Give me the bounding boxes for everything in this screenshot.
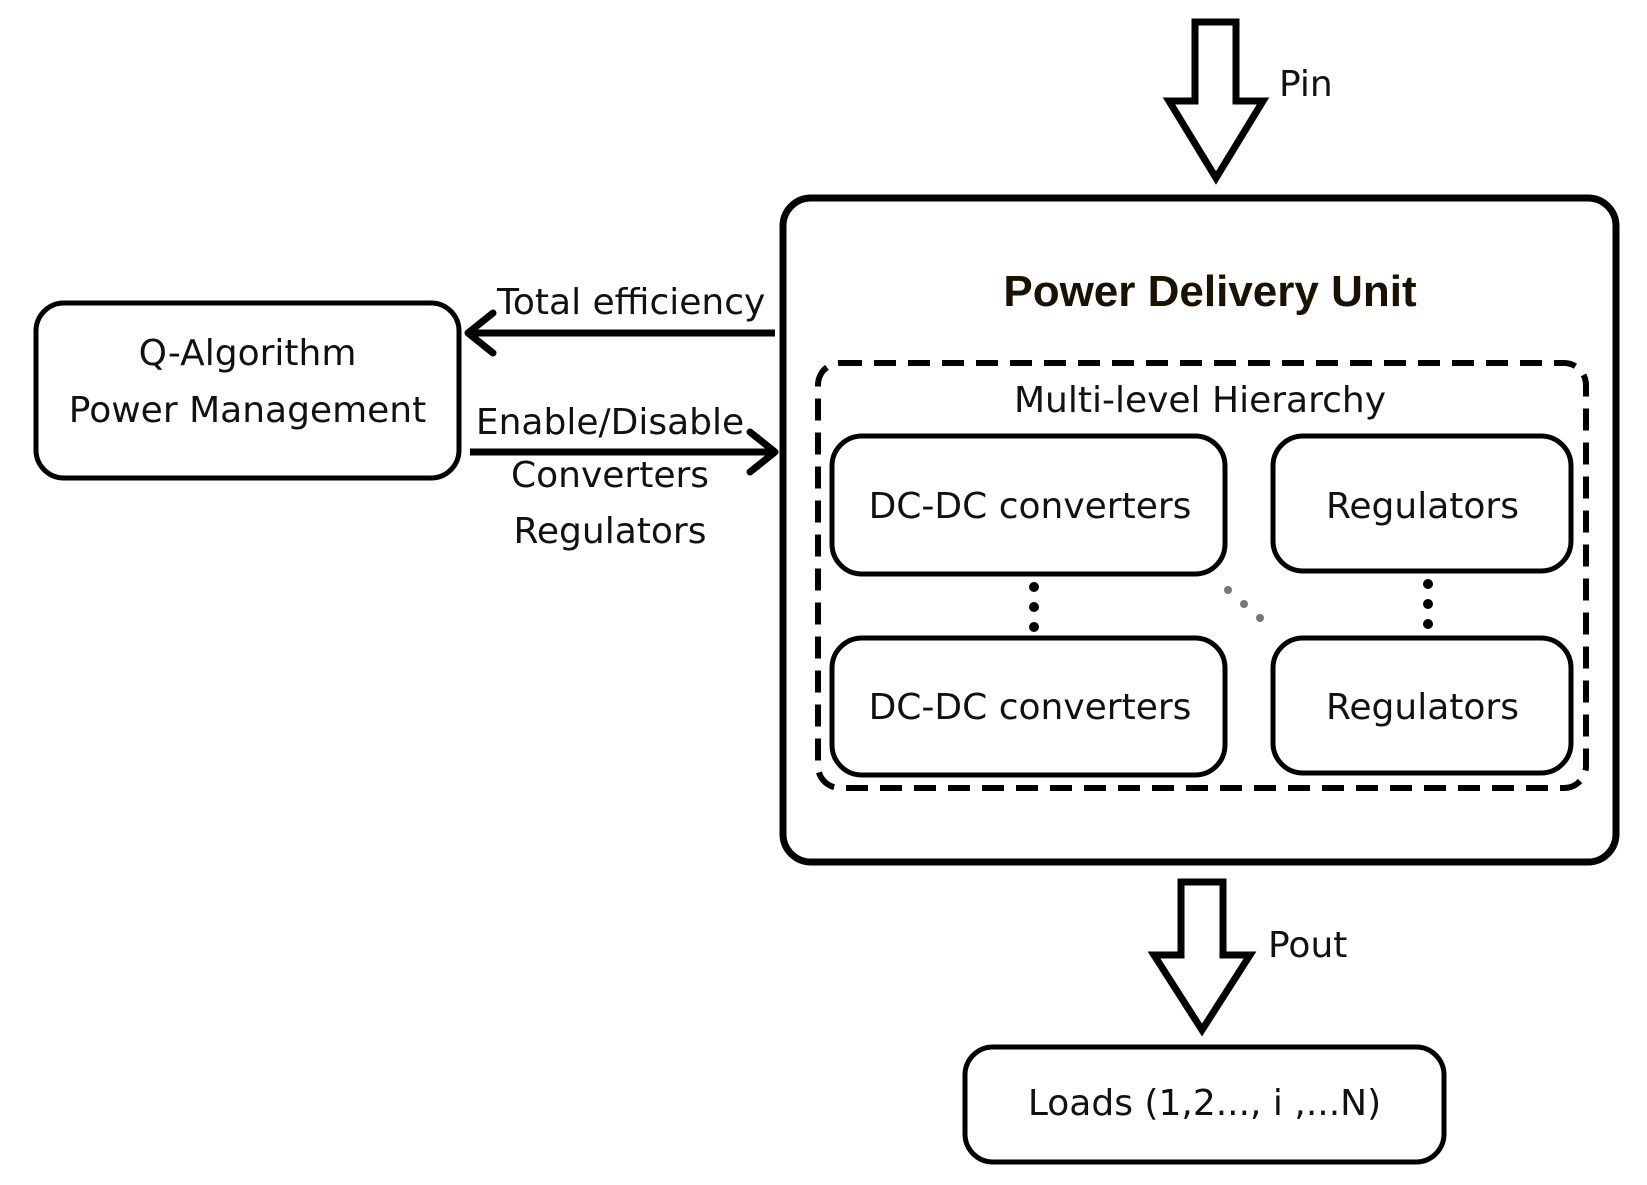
q-algorithm-label-line1: Q-Algorithm — [138, 333, 357, 374]
dc-dc-converter-bottom-box — [829, 635, 1228, 778]
regulator-ellipsis-vertical — [1423, 579, 1433, 629]
dc-dc-converter-top-box — [829, 433, 1228, 577]
pout-label: Pout — [1268, 925, 1348, 966]
feedback-arrowhead — [464, 309, 497, 357]
power-delivery-unit-title: Power Delivery Unit — [1003, 267, 1417, 316]
q-algorithm-box — [33, 300, 462, 481]
multi-level-hierarchy-box — [815, 360, 1589, 791]
regulator-bottom-box — [1270, 635, 1574, 776]
converters-label: Converters — [510, 455, 710, 496]
regulator-bottom-label: Regulators — [1326, 687, 1519, 728]
converter-ellipsis-vertical — [1029, 582, 1039, 632]
pout-arrow — [1147, 878, 1257, 1037]
q-algorithm-label-line2: Power Management — [68, 390, 427, 431]
regulators-label: Regulators — [513, 511, 707, 552]
multi-level-hierarchy-title: Multi-level Hierarchy — [1013, 380, 1387, 421]
diagonal-ellipsis — [1224, 586, 1264, 622]
control-arrowhead — [746, 428, 779, 476]
pin-label: Pin — [1279, 64, 1333, 105]
total-efficiency-label: Total efficiency — [497, 282, 766, 323]
loads-box — [962, 1044, 1447, 1165]
pin-arrow — [1162, 18, 1270, 185]
enable-disable-label: Enable/Disable — [475, 402, 745, 443]
loads-label: Loads (1,2..., i ,...N) — [1027, 1083, 1382, 1124]
regulator-top-box — [1270, 433, 1574, 574]
dc-dc-converter-top-label: DC-DC converters — [868, 486, 1192, 527]
dc-dc-converter-bottom-label: DC-DC converters — [868, 687, 1192, 728]
regulator-top-label: Regulators — [1326, 486, 1519, 527]
